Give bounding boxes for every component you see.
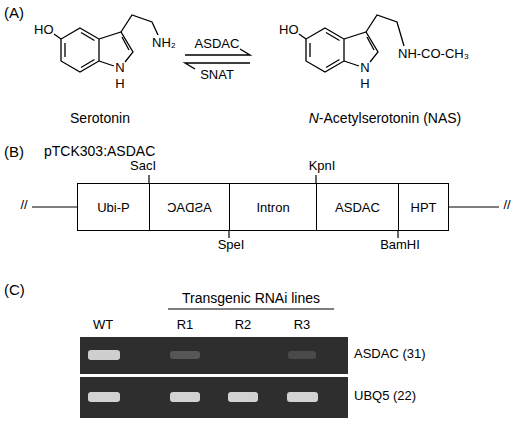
- double-bond: [367, 37, 374, 50]
- compound-name: Serotonin: [70, 110, 130, 126]
- site-tick: [228, 231, 229, 238]
- construct-box: ASDAC: [316, 183, 399, 231]
- gel-band: [88, 392, 120, 402]
- gel-label: ASDAC (31): [354, 347, 426, 362]
- gel-background: [80, 377, 348, 418]
- double-bond: [122, 37, 129, 50]
- double-bond: [309, 43, 310, 57]
- gel-band: [170, 351, 200, 359]
- restriction-site: SacI: [130, 159, 156, 174]
- break-mark: //: [503, 198, 510, 213]
- construct-name: pTCK303:ASDAC: [44, 143, 155, 159]
- construct-box: Intron: [229, 183, 317, 231]
- compound-name: N-Acetylserotonin (NAS): [309, 110, 462, 126]
- gel-panel: [80, 337, 348, 374]
- break-mark: //: [20, 198, 27, 213]
- restriction-site: KpnI: [309, 159, 336, 174]
- group-bracket: [168, 308, 334, 309]
- box-label: Ubi-P: [97, 200, 130, 215]
- group-label: Transgenic RNAi lines: [182, 290, 320, 306]
- construct-lines: [32, 175, 499, 238]
- box-label: HPT: [411, 200, 437, 215]
- serotonin-structure: [54, 15, 158, 72]
- atom-label: HO: [279, 23, 299, 38]
- atom-label: H: [360, 77, 369, 92]
- panel-letter: (A): [4, 4, 24, 21]
- site-tick: [148, 175, 149, 183]
- gel-band: [287, 392, 318, 402]
- side-chain: [366, 15, 404, 46]
- double-bond: [326, 60, 340, 68]
- equilibrium-arrows: [185, 49, 250, 69]
- lane-label: R2: [235, 318, 252, 333]
- atom-label: NH₂: [152, 36, 176, 51]
- gel-band: [170, 392, 200, 402]
- double-bond: [81, 60, 95, 68]
- restriction-site: BamHI: [380, 238, 420, 253]
- lane-label: R3: [294, 318, 311, 333]
- box-label: ASDAC: [167, 200, 212, 215]
- panel-letter: (C): [4, 281, 25, 298]
- enzyme-label: SNAT: [200, 68, 234, 83]
- gel-background: [80, 337, 348, 374]
- lane-label: R1: [177, 318, 194, 333]
- gel-band: [228, 392, 258, 402]
- panel-letter: (B): [4, 143, 24, 160]
- gel-label: UBQ5 (22): [354, 389, 416, 404]
- atom-label: NH-CO-CH₃: [398, 47, 469, 62]
- restriction-site: SpeI: [218, 238, 245, 253]
- double-bond: [81, 33, 95, 41]
- atom-label: H: [115, 77, 124, 92]
- construct-box: HPT: [398, 183, 449, 231]
- vector-line: [449, 206, 499, 207]
- atom-label: N: [115, 61, 124, 76]
- construct-box: ASDAC: [149, 183, 230, 231]
- construct-box: Ubi-P: [77, 183, 150, 231]
- nas-structure: [299, 15, 404, 72]
- lane-label: WT: [93, 318, 113, 333]
- gel-band: [88, 350, 120, 360]
- vector-line: [32, 206, 77, 207]
- benzene-ring: [61, 28, 99, 72]
- double-bond: [326, 33, 340, 41]
- site-tick: [315, 175, 316, 183]
- bond: [299, 34, 306, 39]
- atom-label: N: [360, 61, 369, 76]
- enzyme-label: ASDAC: [195, 37, 240, 52]
- atom-label: HO: [34, 23, 54, 38]
- box-label: Intron: [256, 200, 289, 215]
- bond: [54, 34, 61, 39]
- gel-panel: [80, 377, 348, 418]
- gel-band: [288, 351, 316, 359]
- site-tick: [397, 231, 398, 238]
- double-bond: [64, 43, 65, 57]
- box-label: ASDAC: [335, 200, 380, 215]
- benzene-ring: [306, 28, 344, 72]
- side-chain: [121, 15, 158, 35]
